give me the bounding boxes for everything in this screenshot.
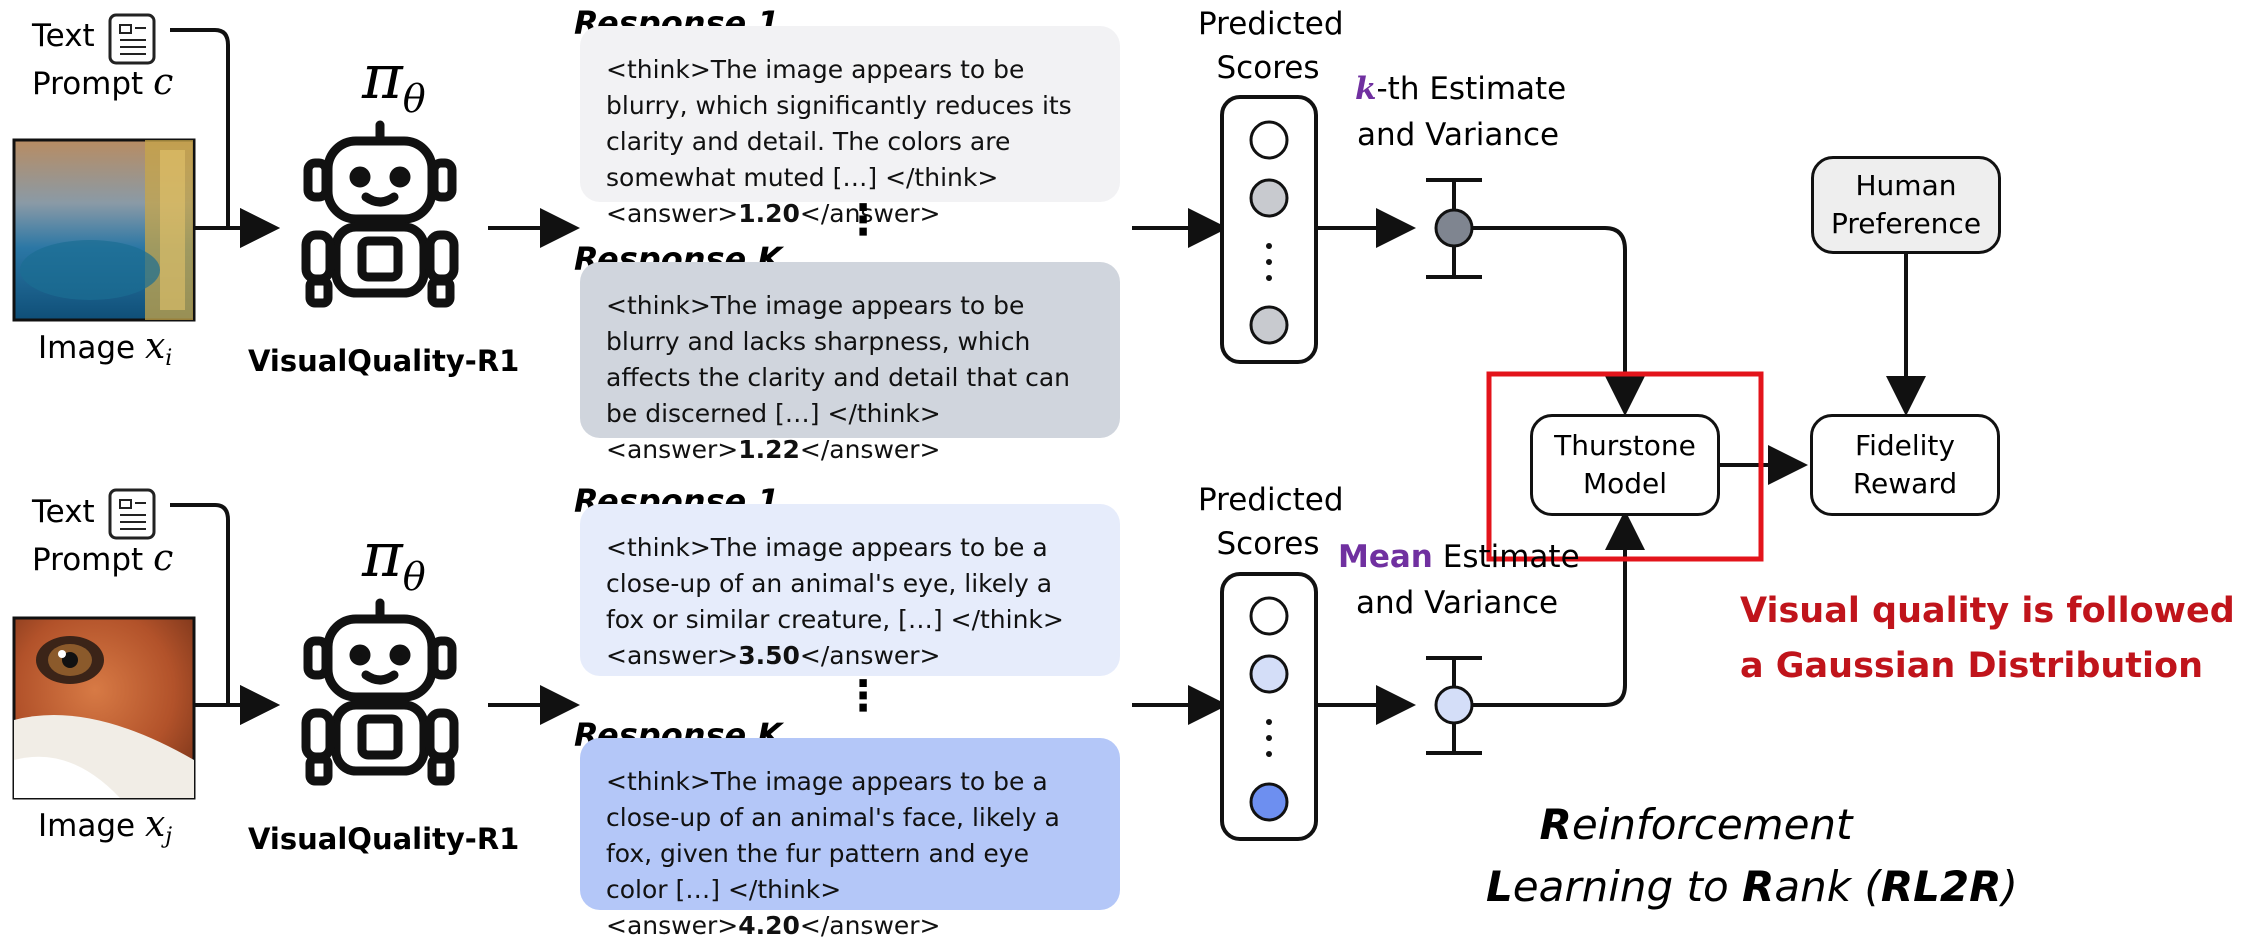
- estimate-label: k-th Estimate and Variance: [1355, 71, 1567, 153]
- response-score: 4.20: [738, 911, 800, 940]
- prompt-label: Prompt c: [32, 62, 174, 103]
- robot-icon: [301, 598, 459, 786]
- topk-to-thurstone-connector: [1472, 226, 1645, 416]
- response-1-box: <think>The image appears to be a close-u…: [580, 504, 1120, 676]
- score-node: [1249, 654, 1289, 694]
- input-image-blurry-coast: [12, 138, 196, 322]
- response-k-box: <think>The image appears to be blurry an…: [580, 262, 1120, 464]
- score-node: [1249, 596, 1289, 636]
- text-document-icon: [108, 13, 156, 65]
- policy-symbol: πθ: [362, 518, 426, 599]
- robot-icon: [301, 120, 459, 308]
- image-label: Image xj: [38, 804, 173, 850]
- response-text: <think>The image appears to be a close-u…: [606, 767, 1060, 940]
- score-node: [1249, 305, 1289, 345]
- input-image-red-panda-eye: [12, 616, 196, 800]
- response-score: 1.20: [738, 199, 800, 228]
- mean-to-thurstone-connector: [1472, 510, 1645, 707]
- predicted-scores-column: [1220, 95, 1318, 364]
- policy-symbol: πθ: [362, 40, 426, 121]
- estimate-label: Mean Estimate and Variance: [1338, 539, 1580, 621]
- score-node: [1249, 120, 1289, 160]
- response-score: 3.50: [738, 641, 800, 670]
- model-name: VisualQuality-R1: [248, 344, 520, 378]
- text-label: Text: [32, 494, 95, 530]
- score-node: [1249, 178, 1289, 218]
- thurstone-highlight-box: [1486, 371, 1764, 562]
- rl2r-title: Reinforcement Learning to Rank (RL2R): [1486, 800, 2018, 911]
- estimate-errorbar: [1426, 178, 1482, 279]
- prompt-connector: [170, 28, 280, 248]
- text-document-icon: [108, 488, 156, 540]
- response-text: <think>The image appears to be blurry, w…: [606, 55, 1072, 228]
- ellipsis: ⋮: [842, 195, 884, 244]
- diagram-canvas: [12, 13, 1926, 841]
- predicted-scores-column: [1220, 572, 1318, 841]
- ellipsis: ⋮: [842, 671, 884, 720]
- score-node: [1249, 782, 1289, 822]
- text-label: Text: [32, 18, 95, 54]
- response-1-box: <think>The image appears to be blurry, w…: [580, 26, 1120, 228]
- response-text: <think>The image appears to be a close-u…: [606, 533, 1064, 670]
- response-text: <think>The image appears to be blurry an…: [606, 291, 1071, 464]
- model-name: VisualQuality-R1: [248, 822, 520, 856]
- prompt-connector: [170, 503, 280, 725]
- response-score: 1.22: [738, 435, 800, 464]
- prompt-label: Prompt c: [32, 538, 174, 579]
- response-k-box: <think>The image appears to be a close-u…: [580, 738, 1120, 940]
- image-label: Image xi: [38, 326, 173, 372]
